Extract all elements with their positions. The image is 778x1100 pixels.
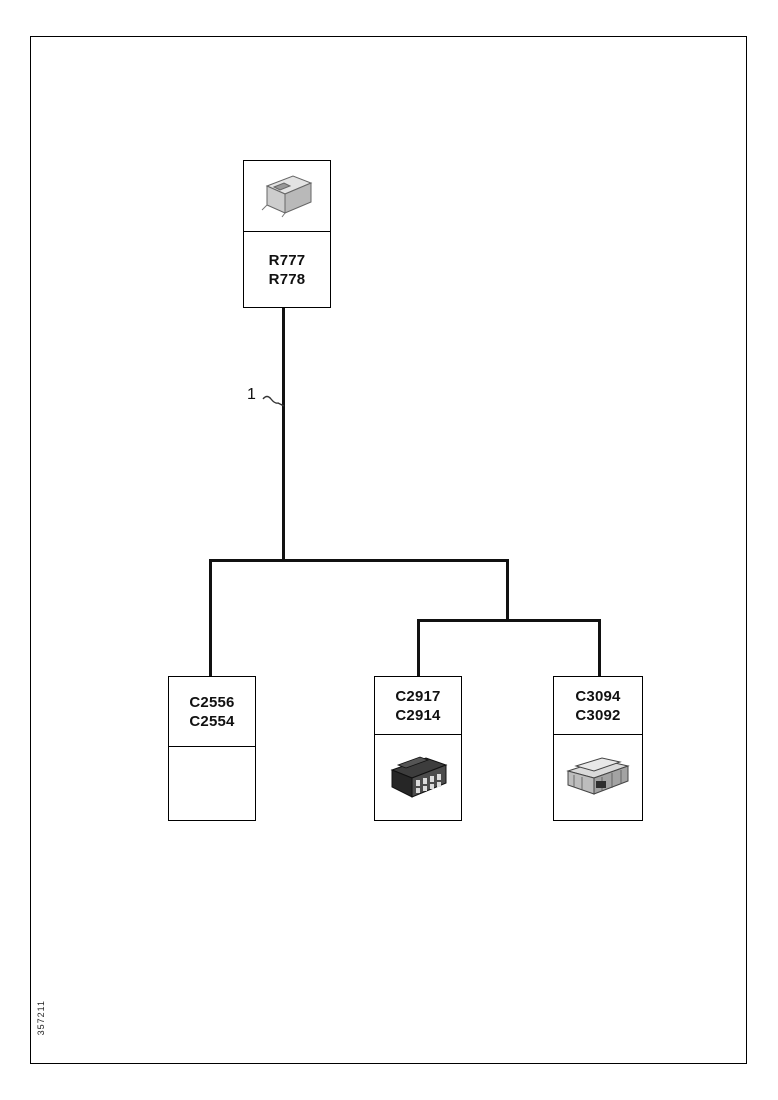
harness-line-main-vertical (282, 308, 285, 562)
harness-line-upper-horizontal (209, 559, 509, 562)
callout-leader-squiggle-icon (261, 394, 287, 415)
connector-left-label-1: C2556 (189, 693, 235, 711)
connector-right-labels: C3094 C3092 (554, 677, 642, 735)
callout-number: 1 (247, 386, 256, 403)
harness-line-right-drop-lower (598, 619, 601, 677)
connector-left-empty-cell (169, 747, 255, 820)
connector-box-right: C3094 C3092 (553, 676, 643, 821)
harness-line-middle-drop (417, 619, 420, 677)
harness-line-lower-horizontal (417, 619, 601, 622)
relay-icon (251, 165, 323, 228)
connector-right-label-1: C3094 (575, 687, 621, 705)
connector-right-image-cell (554, 735, 642, 820)
relay-label-2: R778 (268, 270, 306, 288)
connector-middle-label-2: C2914 (395, 706, 441, 724)
connector-box-middle: C2917 C2914 (374, 676, 462, 821)
document-number: 357211 (36, 1000, 46, 1036)
ecu-connector-icon (558, 745, 638, 810)
harness-line-left-drop (209, 559, 212, 677)
connector-right-label-2: C3092 (575, 706, 621, 724)
connector-middle-labels: C2917 C2914 (375, 677, 461, 735)
relay-image-cell (244, 161, 330, 232)
relay-label-1: R777 (268, 251, 306, 269)
connector-middle-image-cell (375, 735, 461, 820)
connector-left-labels: C2556 C2554 (169, 677, 255, 747)
page-border-frame (30, 36, 747, 1064)
connector-box-left: C2556 C2554 (168, 676, 256, 821)
connector-dark-icon (380, 743, 456, 812)
relay-labels: R777 R778 (244, 232, 330, 307)
relay-box: R777 R778 (243, 160, 331, 308)
connector-left-label-2: C2554 (189, 712, 235, 730)
harness-line-right-drop-upper (506, 559, 509, 622)
connector-middle-label-1: C2917 (395, 687, 441, 705)
